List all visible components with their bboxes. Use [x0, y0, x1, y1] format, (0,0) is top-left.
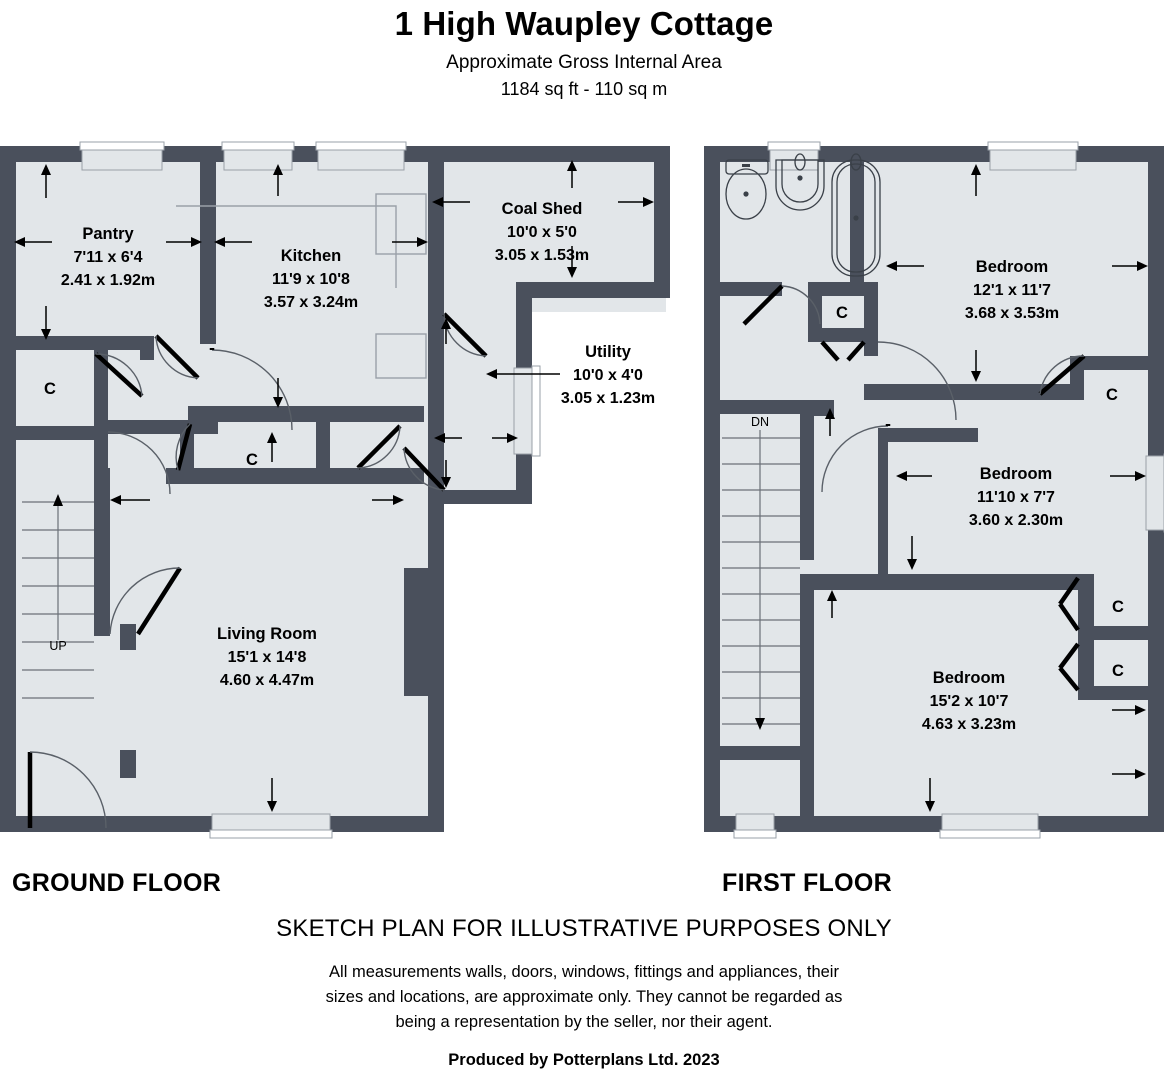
room-name-bedroom-1: Bedroom	[976, 258, 1048, 276]
cupboard-label: C	[836, 304, 848, 322]
footer-disclaimer: All measurements walls, doors, windows, …	[0, 960, 1168, 1035]
room-imperial-utility: 10'0 x 4'0	[573, 367, 643, 384]
bathtub-icon	[831, 153, 881, 277]
ground-room-labels: Pantry 7'11 x 6'4 2.41 x 1.92m Kitchen 1…	[44, 200, 655, 689]
sink-icon	[775, 153, 825, 211]
room-metric-bedroom-3: 4.63 x 3.23m	[922, 716, 1016, 733]
room-imperial-kitchen: 11'9 x 10'8	[272, 271, 350, 288]
stairs-up-label: UP	[49, 639, 66, 653]
footer: SKETCH PLAN FOR ILLUSTRATIVE PURPOSES ON…	[0, 912, 1168, 1070]
first-room-fills	[718, 152, 1150, 832]
room-imperial-pantry: 7'11 x 6'4	[73, 249, 142, 266]
staircase-down: DN	[722, 415, 800, 730]
first-floor-caption: FIRST FLOOR	[722, 869, 892, 897]
ground-room-fills	[14, 152, 666, 832]
room-name-utility: Utility	[585, 343, 632, 361]
disclaimer-line-3: being a representation by the seller, no…	[395, 1013, 773, 1031]
room-imperial-bedroom-1: 12'1 x 11'7	[973, 282, 1051, 299]
room-imperial-bedroom-3: 15'2 x 10'7	[930, 693, 1009, 710]
room-imperial-living-room: 15'1 x 14'8	[228, 649, 307, 666]
window	[223, 147, 293, 171]
first-windows	[733, 141, 1164, 839]
ground-floor-plan: UP	[0, 141, 670, 839]
first-floor-plan: DN	[704, 141, 1164, 839]
room-metric-pantry: 2.41 x 1.92m	[61, 272, 155, 289]
kitchen-counters	[176, 193, 427, 379]
ground-windows	[79, 141, 541, 839]
footer-producer: Produced by Potterplans Ltd. 2023	[448, 1051, 720, 1069]
room-name-living-room: Living Room	[217, 625, 317, 643]
window	[989, 147, 1077, 171]
room-imperial-coal-shed: 10'0 x 5'0	[507, 224, 577, 241]
window	[1145, 455, 1164, 531]
room-imperial-bedroom-2: 11'10 x 7'7	[977, 489, 1055, 506]
ground-floor-caption: GROUND FLOOR	[12, 869, 222, 897]
ground-doors	[27, 312, 488, 829]
room-metric-bedroom-2: 3.60 x 2.30m	[969, 512, 1063, 529]
header: 1 High Waupley Cottage Approximate Gross…	[0, 0, 1168, 102]
room-name-coal-shed: Coal Shed	[502, 200, 583, 218]
bathroom-fixtures	[725, 153, 881, 277]
room-name-bedroom-2: Bedroom	[980, 465, 1052, 483]
first-room-labels: Bedroom 12'1 x 11'7 3.68 x 3.53m Bedroom…	[836, 258, 1124, 733]
window	[81, 147, 163, 171]
cupboard-label-extra: C	[1112, 662, 1124, 680]
staircase-up: UP	[22, 494, 94, 699]
ground-dimension-arrows	[14, 160, 654, 812]
page-title: 1 High Waupley Cottage	[394, 5, 774, 42]
disclaimer-line-1: All measurements walls, doors, windows, …	[329, 963, 839, 981]
stairs-down-label: DN	[751, 415, 769, 429]
footer-note: SKETCH PLAN FOR ILLUSTRATIVE PURPOSES ON…	[276, 915, 892, 942]
toilet-icon	[725, 159, 769, 220]
header-area: 1184 sq ft - 110 sq m	[500, 79, 668, 99]
room-metric-bedroom-1: 3.68 x 3.53m	[965, 305, 1059, 322]
cupboard-label: C	[44, 380, 56, 398]
room-name-bedroom-3: Bedroom	[933, 669, 1005, 687]
cupboard-label: C	[246, 451, 258, 469]
cupboard-label: C	[1112, 598, 1124, 616]
cupboard-label: C	[1106, 386, 1118, 404]
window	[317, 147, 405, 171]
window	[769, 147, 819, 171]
room-metric-living-room: 4.60 x 4.47m	[220, 672, 314, 689]
room-metric-utility: 3.05 x 1.23m	[561, 390, 655, 407]
room-name-pantry: Pantry	[82, 225, 134, 243]
first-doors	[742, 284, 1086, 692]
room-name-kitchen: Kitchen	[281, 247, 342, 265]
disclaimer-line-2: sizes and locations, are approximate onl…	[325, 988, 843, 1006]
header-subtitle: Approximate Gross Internal Area	[446, 52, 722, 73]
first-dimension-arrows	[825, 164, 1148, 812]
room-metric-coal-shed: 3.05 x 1.53m	[495, 247, 589, 264]
room-metric-kitchen: 3.57 x 3.24m	[264, 294, 358, 311]
